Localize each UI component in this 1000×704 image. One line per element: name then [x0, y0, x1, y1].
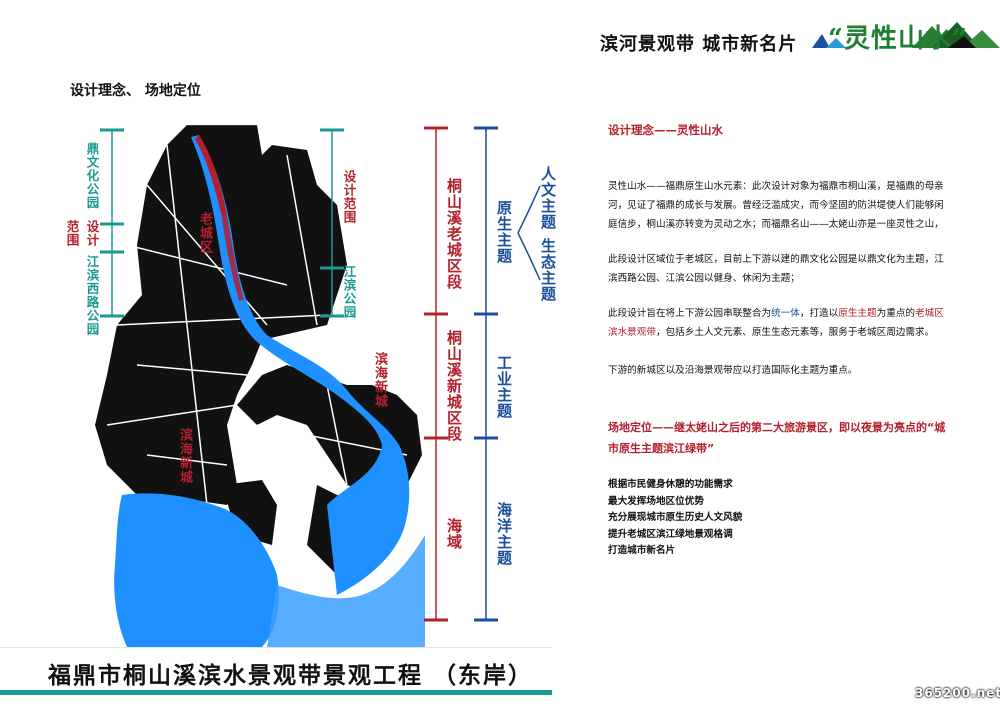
section-bracket-red: [424, 126, 448, 622]
label-design-scope-right: 设计范围: [341, 170, 357, 224]
concept-paragraph-3: 此段设计旨在将上下游公园串联整合为统一体，打造以原生主题为重点的老城区滨水景观带…: [608, 308, 944, 338]
theme-bracket-blue: [474, 126, 498, 622]
site-list: 根据市民健身休憩的功能需求 最大发挥场地区位优势 充分展现城市原生历史人文风貌 …: [608, 477, 742, 560]
site-heading: 场地定位——继太姥山之后的第二大旅游景区，即以夜景为亮点的“城市原生主题滨江绿带…: [608, 421, 946, 455]
label-ocean-theme: 海洋主题: [495, 502, 513, 566]
watermark: 365200.net: [915, 686, 1000, 700]
section-heading: 设计理念、 场地定位: [70, 83, 201, 99]
concept-paragraph-2: 此段设计区域位于老城区，目前上下游以建的鼎文化公园是以鼎文化为主题，江滨西路公园…: [608, 254, 944, 284]
label-ecology-theme: 生态主题: [539, 238, 557, 302]
footer-accent-bar: [0, 690, 552, 695]
list-item: 打造城市新名片: [608, 545, 676, 556]
site-map: [95, 125, 425, 647]
right-bracket-teal: [320, 128, 344, 318]
label-design-scope-left-a: 范围: [64, 220, 80, 247]
label-dingwen-park: 鼎文化公园: [84, 142, 100, 210]
concept-paragraph-4: 下游的新城区以及沿海景观带应以打造国际化主题为重点。: [608, 365, 858, 376]
footer-title: 福鼎市桐山溪滨水景观带景观工程 （东岸）: [48, 663, 534, 689]
label-jiangbin-park: 江滨公园: [341, 265, 357, 319]
theme-branch-lines: [517, 185, 541, 281]
label-new-section: 桐山溪新城区段: [445, 330, 463, 442]
label-design-scope-left-b: 设计: [84, 220, 100, 247]
label-humanities-theme: 人文主题: [539, 166, 557, 230]
concept-paragraph-1: 灵性山水——福鼎原生山水元素：此次设计对象为福鼎市桐山溪，是福鼎的母亲河，见证了…: [608, 181, 944, 230]
list-item: 提升老城区滨江绿地景观格调: [608, 528, 733, 540]
list-item: 最大发挥场地区位优势: [608, 495, 704, 507]
mountain-illustration: [812, 22, 1000, 48]
list-item: 充分展现城市原生历史人文风貌: [608, 512, 743, 523]
label-sea-area: 海域: [445, 518, 463, 550]
concept-heading: 设计理念——灵性山水: [608, 123, 723, 137]
list-item: 根据市民健身休憩的功能需求: [608, 479, 733, 490]
label-industry-theme: 工业主题: [495, 355, 513, 419]
label-binhai-new-city-a: 滨海新城: [372, 352, 387, 408]
label-old-district: 老城区: [197, 212, 212, 254]
label-jiangbin-west-park: 江滨西路公园: [84, 255, 100, 336]
label-native-theme: 原生主题: [495, 200, 513, 264]
header-title: 滨河景观带 城市新名片: [600, 34, 798, 55]
left-bracket-teal: [100, 128, 124, 318]
label-old-section: 桐山溪老城区段: [445, 178, 463, 290]
header-slogan: “灵性山水”: [828, 24, 968, 54]
footer-divider: [0, 647, 552, 648]
label-binhai-new-city-b: 滨海新城: [177, 428, 192, 484]
